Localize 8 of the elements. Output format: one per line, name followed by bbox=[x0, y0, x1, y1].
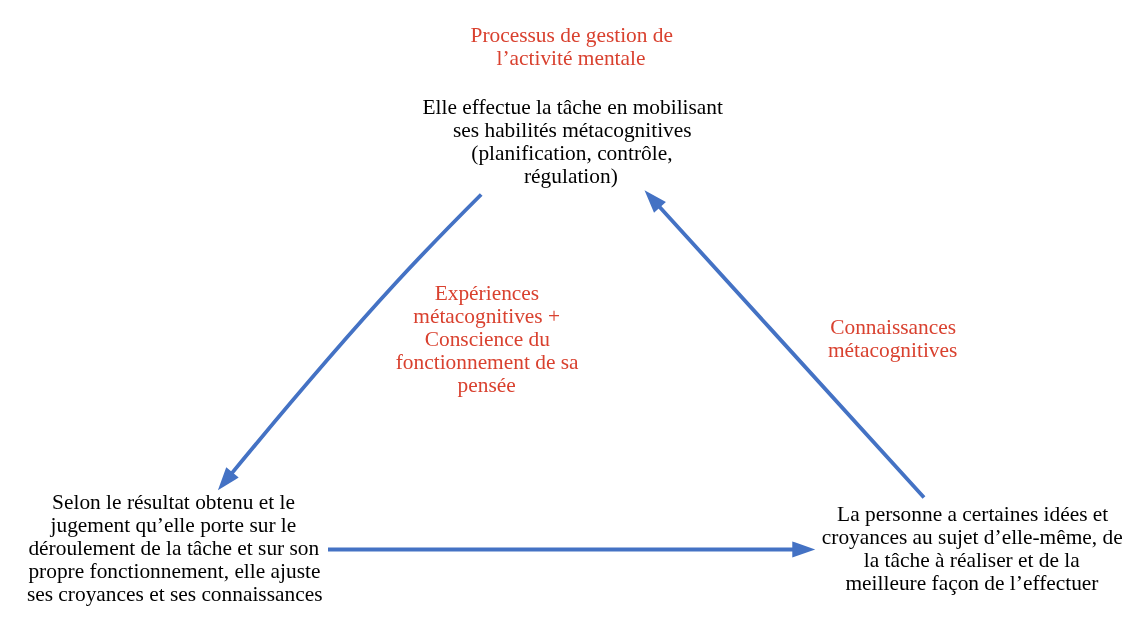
edge-label: Expériences métacognitives + Conscience du fonctionnement de sa pensée bbox=[395, 280, 579, 397]
edge-label: Connaissances métacognitives bbox=[827, 314, 958, 362]
arrow bbox=[644, 189, 926, 499]
arrow bbox=[217, 192, 483, 490]
node-text: Processus de gestion de l’activité mentale Elle effectue la tâche en mobilisant ses habilités métacognitives (planification, contrôle, régulation) bbox=[422, 22, 723, 188]
arrow bbox=[328, 540, 816, 558]
node-text: La personne a certaines idées et croyances au sujet d’elle-même, de la tâche à réaliser et de la meilleure façon de l’effectuer bbox=[821, 501, 1123, 595]
node-text: Selon le résultat obtenu et le jugement qu’elle porte sur le déroulement de la tâche et sur son propre fonctionnement, elle ajuste ses croyances et ses connaissances bbox=[26, 489, 323, 606]
